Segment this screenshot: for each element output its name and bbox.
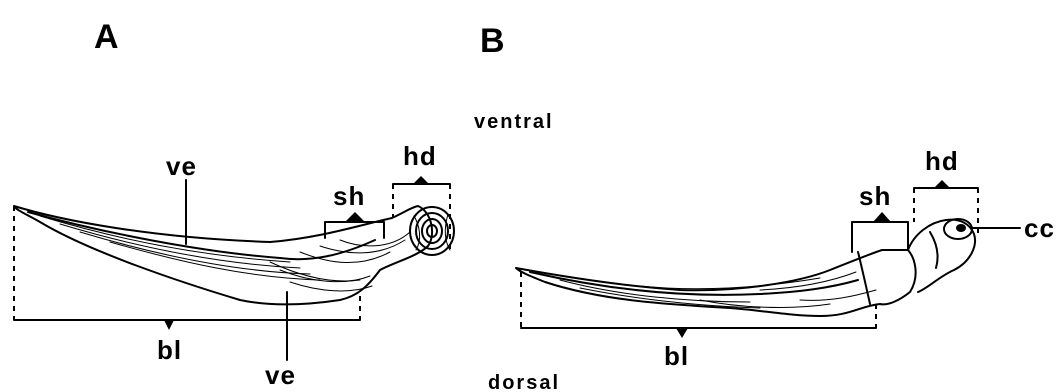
panel-a-bl-label: bl bbox=[157, 335, 182, 365]
orientation-ventral-label: ventral bbox=[474, 111, 554, 133]
orientation-dorsal-label: dorsal bbox=[488, 372, 560, 392]
panel-a-bl-arrow bbox=[164, 320, 174, 330]
panel-a-sh-label: sh bbox=[333, 181, 365, 211]
panel-a-hd-label: hd bbox=[403, 141, 437, 171]
panel-a-hd-arrow bbox=[413, 176, 429, 184]
panel-b-bl-label: bl bbox=[664, 341, 689, 371]
panel-a-label: A bbox=[94, 18, 119, 56]
panel-b-sh-label: sh bbox=[859, 181, 891, 211]
panel-b-sh-bracket bbox=[852, 222, 908, 252]
panel-a-sh-bracket bbox=[325, 222, 384, 238]
panel-b-hd-label: hd bbox=[925, 146, 959, 176]
panel-b-bl-arrow bbox=[676, 328, 688, 338]
panel-a-sh-arrow bbox=[345, 212, 365, 222]
panel-b-cc-dot bbox=[956, 224, 966, 232]
panel-a-ve-bottom-label: ve bbox=[265, 360, 296, 390]
panel-b-head bbox=[908, 219, 975, 292]
panel-b-label: B bbox=[480, 22, 505, 60]
panel-a-drawing: ve ve sh hd bl bbox=[14, 141, 454, 390]
panel-b-hd-arrow bbox=[934, 180, 950, 188]
panel-a-ve-top-label: ve bbox=[166, 151, 197, 181]
panel-b-sh-arrow bbox=[873, 212, 891, 222]
panel-b-shaft-joint bbox=[858, 252, 870, 304]
panel-b-drawing: sh hd bl cc bbox=[516, 146, 1055, 371]
panel-b-cc-label: cc bbox=[1024, 213, 1055, 243]
